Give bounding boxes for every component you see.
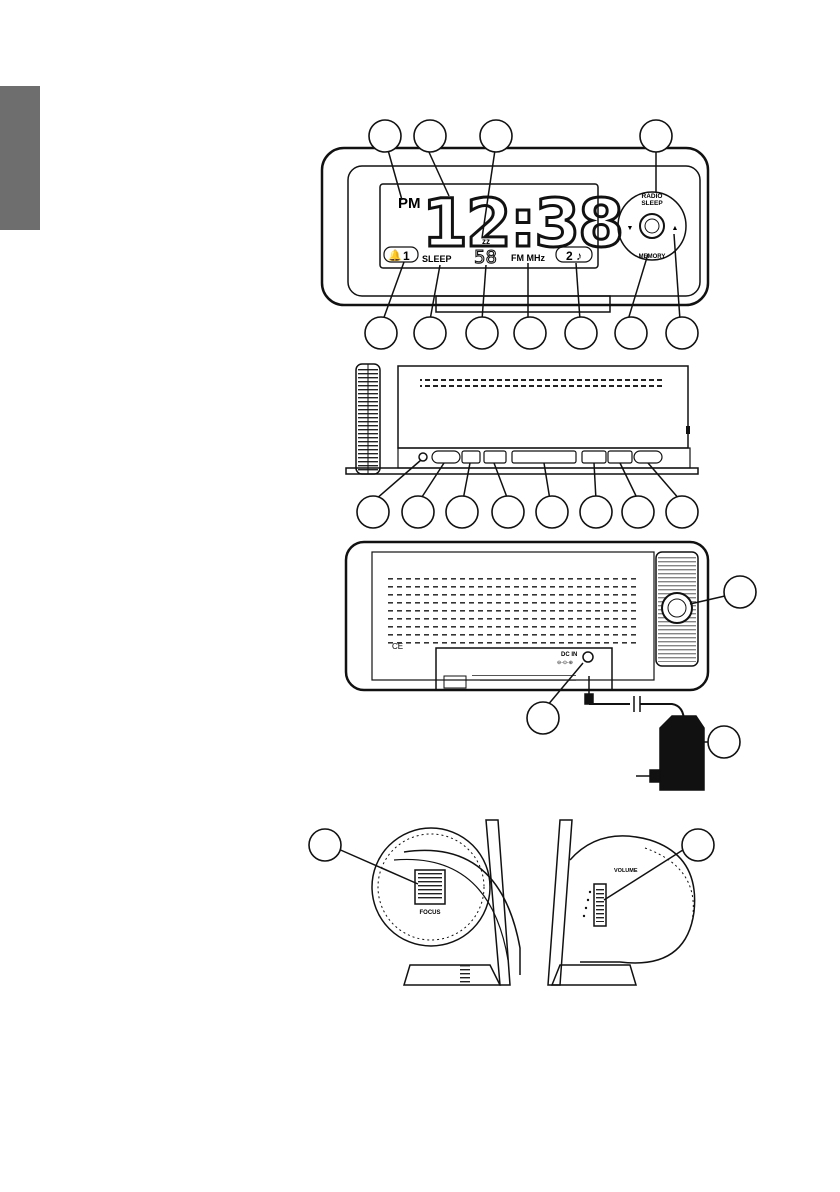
focus-label: FOCUS: [420, 910, 441, 916]
speaker-grill: [384, 572, 640, 644]
radio-sleep-button-inner: [645, 219, 659, 233]
top-button-2[interactable]: [462, 451, 480, 463]
dc-in-jack[interactable]: [583, 652, 593, 662]
callout-16: [536, 496, 568, 528]
alarm1-indicator: 1: [403, 249, 410, 263]
up-arrow-icon[interactable]: ▲: [672, 225, 679, 232]
right-side-view: [548, 820, 695, 985]
callout-21: [527, 702, 559, 734]
top-view: [346, 364, 698, 474]
top-button-5[interactable]: [582, 451, 606, 463]
sleep-minutes-digits: 58: [474, 247, 497, 268]
alarm1-bell-icon: 🔔: [388, 249, 402, 262]
right-display-edge: [548, 820, 572, 985]
down-arrow-icon[interactable]: ▼: [627, 225, 634, 232]
callout-23: [309, 829, 341, 861]
callout-8: [514, 317, 546, 349]
battery-door: [444, 676, 466, 688]
side-callout-lines: [336, 848, 686, 900]
callout-15: [492, 496, 524, 528]
callout-13: [402, 496, 434, 528]
callout-11: [666, 317, 698, 349]
callout-4: [640, 120, 672, 152]
band-indicator: FM MHz: [511, 253, 545, 263]
alarm2-indicator: 2: [566, 249, 573, 263]
callout-22: [708, 726, 740, 758]
top-button-7[interactable]: [634, 451, 662, 463]
adapter-body: [660, 716, 704, 790]
callout-1: [369, 120, 401, 152]
callout-9: [565, 317, 597, 349]
callout-7: [466, 317, 498, 349]
top-button-6[interactable]: [608, 451, 632, 463]
left-side-view: [372, 820, 520, 985]
top-callout-circles: [357, 496, 698, 528]
volume-slider-ribs: [596, 888, 604, 922]
volume-label: VOLUME: [614, 868, 638, 874]
callout-19: [666, 496, 698, 528]
sleep-zz-icon: zz: [482, 237, 490, 246]
callout-12: [357, 496, 389, 528]
top-button-3[interactable]: [484, 451, 506, 463]
callout-18: [622, 496, 654, 528]
back-view: [346, 542, 708, 690]
right-foot: [552, 965, 636, 985]
callout-24: [682, 829, 714, 861]
callout-17: [580, 496, 612, 528]
top-vents: [420, 377, 664, 387]
back-stand: [436, 648, 612, 690]
ce-mark: CE: [392, 642, 403, 651]
top-base: [346, 468, 698, 474]
sleep-indicator: SLEEP: [422, 254, 452, 264]
side-callout-circles: [309, 829, 714, 861]
projector-lens: [662, 593, 692, 623]
power-adapter: [585, 676, 704, 790]
callout-14: [446, 496, 478, 528]
dc-polarity-symbol: ⊖-⊙-⊕: [557, 660, 573, 666]
callout-3: [480, 120, 512, 152]
radio-sleep-button[interactable]: [640, 214, 664, 238]
memory-label: MEMORY: [639, 254, 666, 260]
sleep-label: SLEEP: [641, 200, 663, 207]
dc-in-label: DC IN: [561, 652, 577, 658]
radio-label: RADIO: [642, 193, 663, 200]
callout-10: [615, 317, 647, 349]
top-button-4[interactable]: [512, 451, 576, 463]
callout-2: [414, 120, 446, 152]
callout-20: [724, 576, 756, 608]
time-digits: 12:38: [422, 185, 622, 262]
top-callout-lines: [375, 460, 680, 500]
top-button-1[interactable]: [432, 451, 460, 463]
callout-6: [414, 317, 446, 349]
left-foot: [404, 965, 500, 985]
focus-wheel-ribs: [418, 873, 442, 901]
music-note-icon: ♪: [576, 249, 582, 263]
callout-5: [365, 317, 397, 349]
